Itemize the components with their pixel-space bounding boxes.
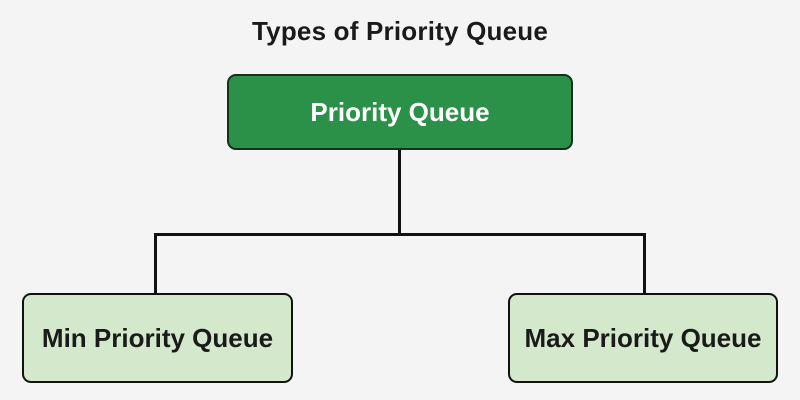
node-min-priority-queue: Min Priority Queue: [22, 293, 293, 383]
diagram-title: Types of Priority Queue: [252, 16, 548, 46]
node-max-priority-queue-label: Max Priority Queue: [524, 322, 762, 353]
node-priority-queue: Priority Queue: [227, 74, 573, 150]
node-max-priority-queue: Max Priority Queue: [508, 293, 778, 383]
connector-left-drop: [154, 233, 157, 294]
connector-root-stem: [398, 150, 401, 236]
connector-right-drop: [643, 233, 646, 294]
node-min-priority-queue-label: Min Priority Queue: [41, 322, 274, 353]
connector-horizontal-bar: [154, 233, 646, 236]
node-priority-queue-label: Priority Queue: [310, 96, 490, 127]
